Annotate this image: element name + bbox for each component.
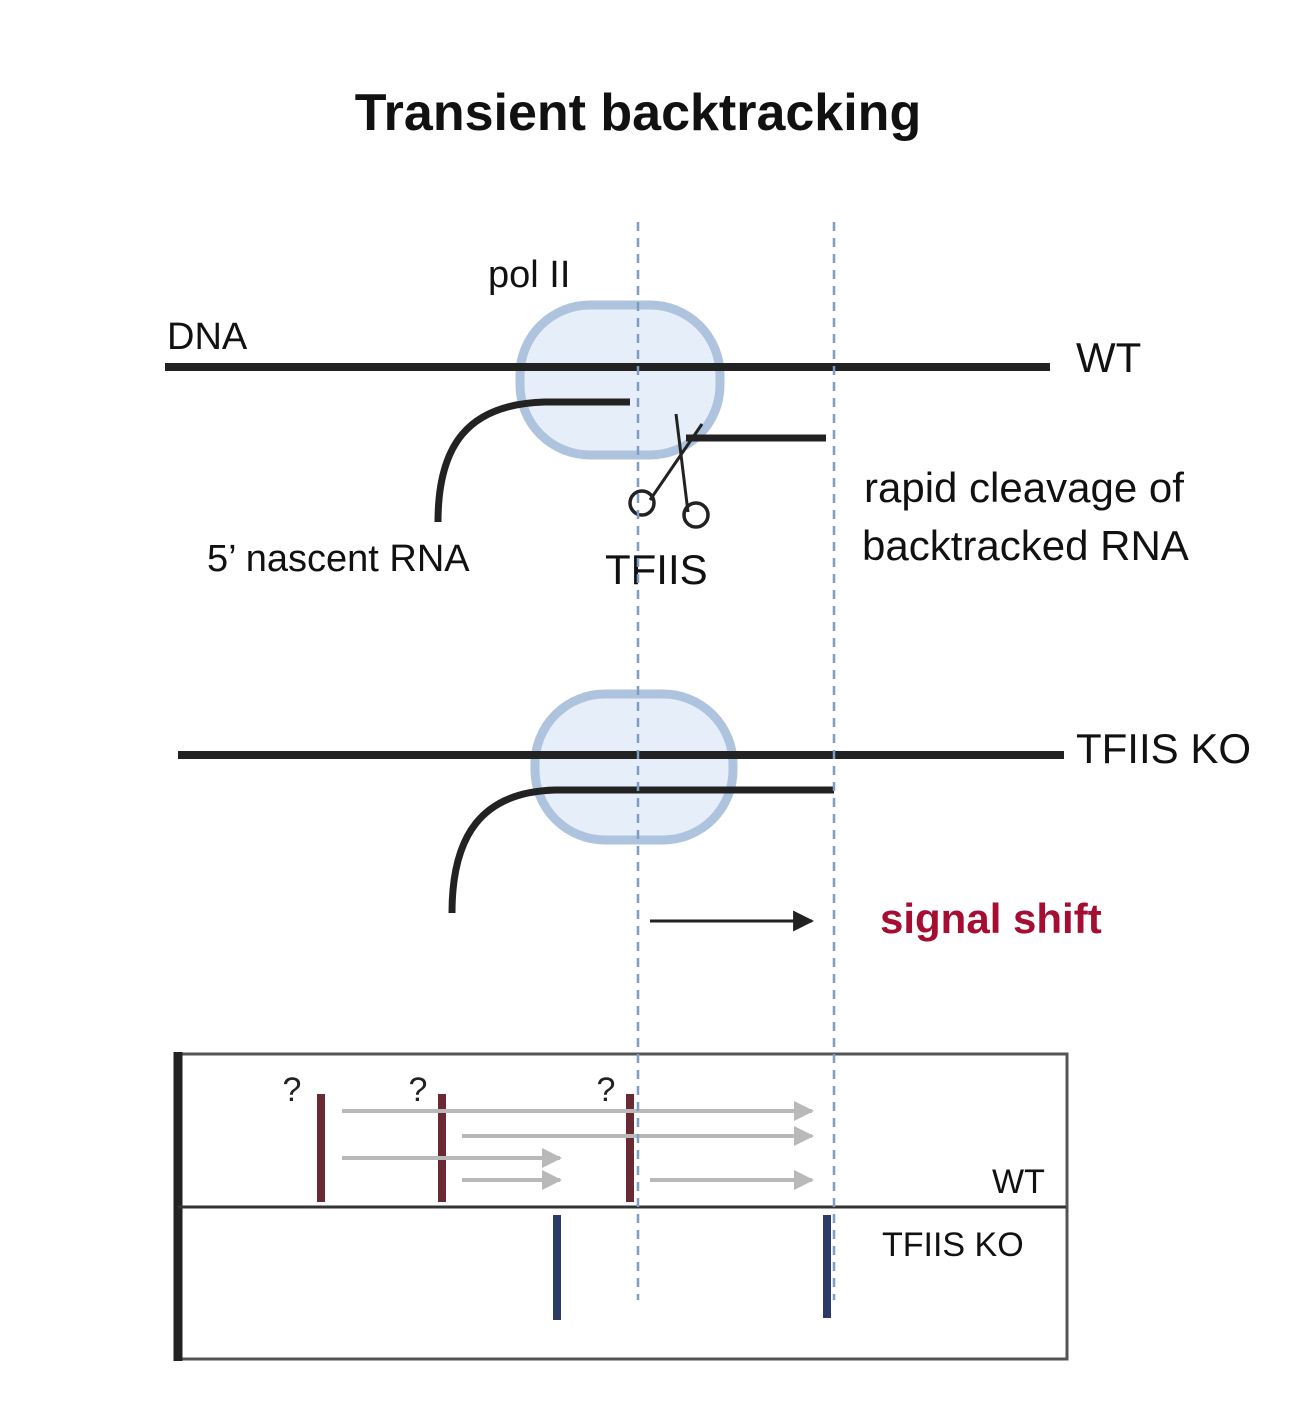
panel-tfiis-ko-label: TFIIS KO xyxy=(882,1226,1024,1264)
question-mark: ? xyxy=(409,1071,428,1109)
question-mark: ? xyxy=(283,1071,302,1109)
tfiis-label: TFIIS xyxy=(605,546,708,593)
nascent-rna-label: 5’ nascent RNA xyxy=(207,538,470,580)
wt-label: WT xyxy=(1076,334,1141,381)
nascent-rna-wt xyxy=(434,398,630,523)
dna-label: DNA xyxy=(167,316,248,358)
diagram-title: Transient backtracking xyxy=(355,84,921,142)
scissors-icon xyxy=(628,413,710,529)
pol-ii-ko xyxy=(530,689,738,845)
pol-ii-label: pol II xyxy=(488,254,570,296)
nascent-rna-ko xyxy=(448,786,834,914)
cleavage-label-line1: rapid cleavage of xyxy=(864,464,1184,511)
signal-shift-label: signal shift xyxy=(880,895,1102,942)
question-mark: ? xyxy=(597,1071,616,1109)
tfiis-ko-label: TFIIS KO xyxy=(1076,725,1251,772)
pol-ii-wt xyxy=(515,300,725,460)
panel-wt-label: WT xyxy=(992,1163,1045,1201)
cleavage-label-line2: backtracked RNA xyxy=(862,522,1189,569)
